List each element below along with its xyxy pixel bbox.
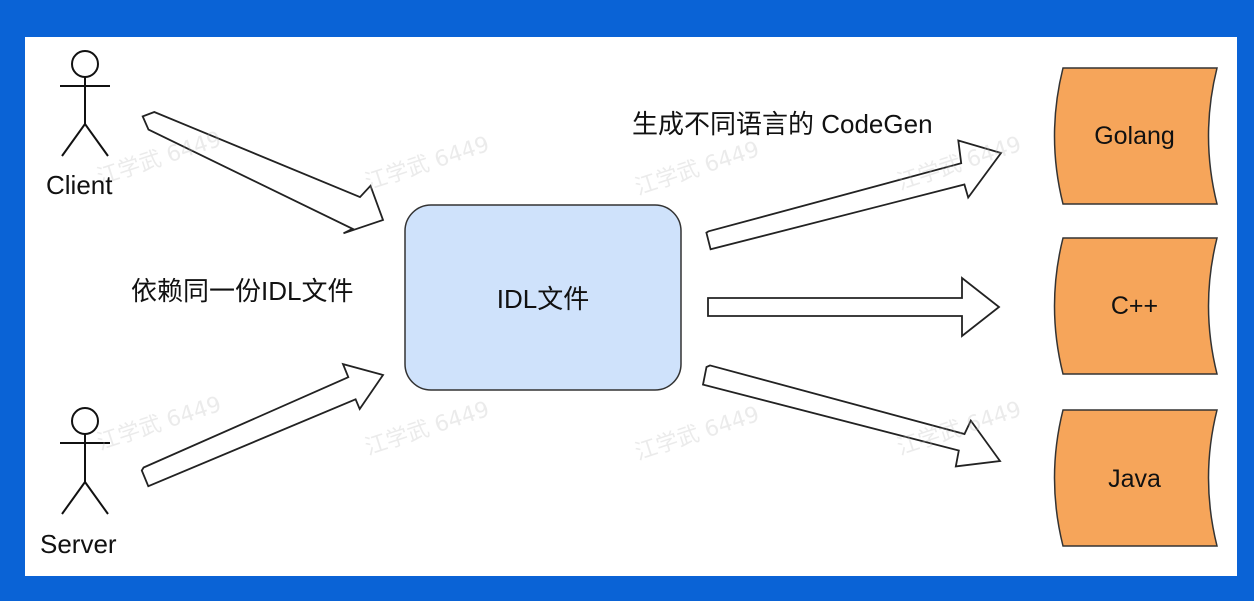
- client-label: Client: [46, 170, 113, 200]
- idl-file-label: IDL文件: [496, 284, 590, 314]
- java-box: [1053, 409, 1218, 547]
- watermark-text: 江学武 6449: [632, 137, 762, 201]
- server-label: Server: [40, 529, 117, 559]
- codegen-label: 生成不同语言的 CodeGen: [632, 109, 933, 139]
- server-to-idl-arrow: [140, 362, 385, 488]
- watermark-text: 江学武 6449: [362, 132, 492, 196]
- watermark-text: 江学武 6449: [362, 397, 492, 461]
- idl-to-java-arrow: [701, 364, 1002, 468]
- idl-to-golang-arrow: [705, 139, 1003, 251]
- java-label: Java: [1108, 465, 1161, 493]
- client-actor-icon: [60, 50, 110, 157]
- watermark-text: 江学武 6449: [94, 127, 224, 191]
- client-to-idl-arrow: [141, 111, 385, 235]
- cpp-label: C++: [1110, 292, 1159, 320]
- watermark-text: 江学武 6449: [632, 402, 762, 466]
- golang-label: Golang: [1094, 122, 1175, 150]
- idl-to-cpp-arrow: [707, 276, 1001, 338]
- idl-file-box: [404, 204, 682, 391]
- dependency-label: 依赖同一份IDL文件: [131, 276, 354, 306]
- cpp-box: [1053, 237, 1218, 375]
- golang-box: [1053, 67, 1218, 205]
- server-actor-icon: [60, 407, 110, 515]
